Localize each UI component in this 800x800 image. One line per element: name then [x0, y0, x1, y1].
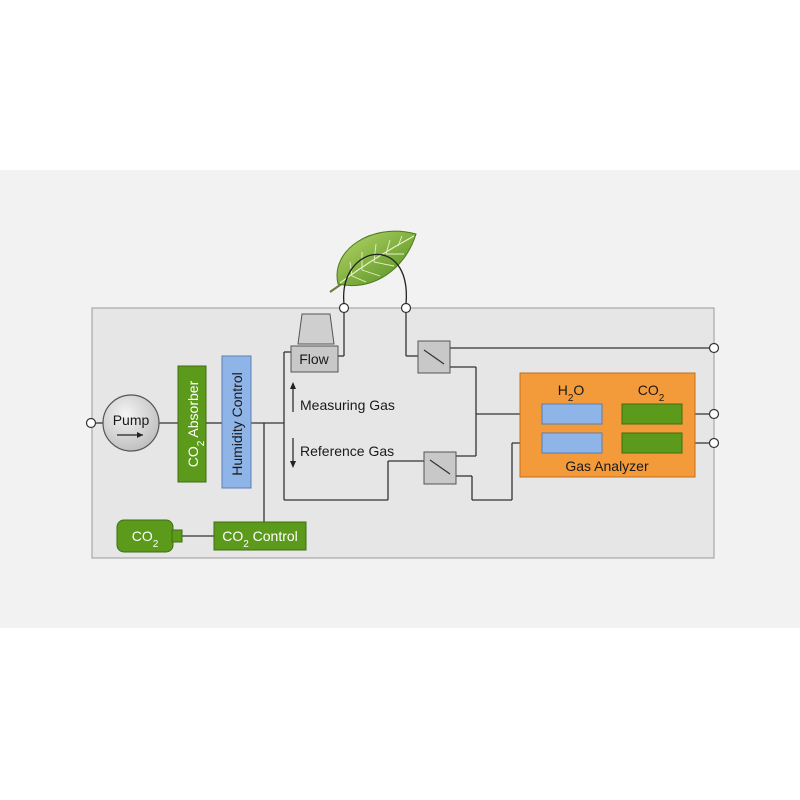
outlet-port-2 — [708, 408, 720, 420]
valve-lower — [423, 451, 457, 485]
humidity-control-box — [221, 355, 252, 489]
arrow-down-icon — [290, 461, 296, 468]
arrow-right-icon — [137, 432, 143, 438]
co2-control: CO2 Control — [213, 521, 307, 551]
co2-absorber: CO2 Absorber — [177, 365, 207, 483]
leaf-icon — [329, 230, 417, 305]
ports — [85, 302, 720, 449]
pump-body — [102, 394, 160, 452]
switch-icon — [423, 349, 445, 365]
co2-tank-label: CO2 — [132, 528, 159, 550]
leaf-outlet-port — [400, 302, 412, 314]
reference-gas: Reference Gas — [290, 438, 394, 468]
gas-analyzer-label: Gas Analyzer — [565, 458, 649, 474]
flow-meter: Flow — [290, 313, 339, 373]
inlet-port — [85, 417, 97, 429]
valve-upper — [417, 340, 451, 374]
measuring-gas: Measuring Gas — [290, 382, 395, 413]
gas-analyzer-box — [519, 372, 696, 478]
h2o-label: H2O — [558, 382, 585, 404]
outlet-port-3 — [708, 437, 720, 449]
valve-lower-box — [423, 451, 457, 485]
leaf-inlet-port — [338, 302, 350, 314]
pump-label: Pump — [113, 412, 150, 428]
h2o-sensor-reference — [541, 432, 603, 454]
co2-control-box — [213, 521, 307, 551]
co2-sensor-measuring — [621, 403, 683, 425]
arrow-up-icon — [290, 382, 296, 389]
switch-icon — [429, 459, 451, 475]
flow-sensor-icon — [297, 313, 335, 345]
co2-absorber-label: CO2 Absorber — [185, 380, 207, 467]
leaf-chamber-loop — [343, 253, 407, 305]
flow-label: Flow — [299, 351, 329, 367]
gas-analyzer: H2O CO2 Gas Analyzer — [519, 372, 696, 478]
co2-control-label: CO2 Control — [222, 528, 298, 550]
gas-lines — [95, 312, 710, 537]
h2o-sensor-measuring — [541, 403, 603, 425]
humidity-control: Humidity Control — [221, 355, 252, 489]
pump: Pump — [102, 394, 160, 452]
co2-tank: CO2 — [116, 519, 183, 553]
co2-absorber-box — [177, 365, 207, 483]
flow-box — [290, 345, 339, 373]
co2-tank-valve — [171, 529, 183, 543]
outlet-port-1 — [708, 342, 720, 354]
reference-gas-label: Reference Gas — [300, 443, 394, 459]
humidity-control-label: Humidity Control — [229, 372, 245, 475]
co2-sensor-reference — [621, 432, 683, 454]
co2-analyzer-label: CO2 — [638, 382, 665, 404]
measuring-gas-label: Measuring Gas — [300, 397, 395, 413]
